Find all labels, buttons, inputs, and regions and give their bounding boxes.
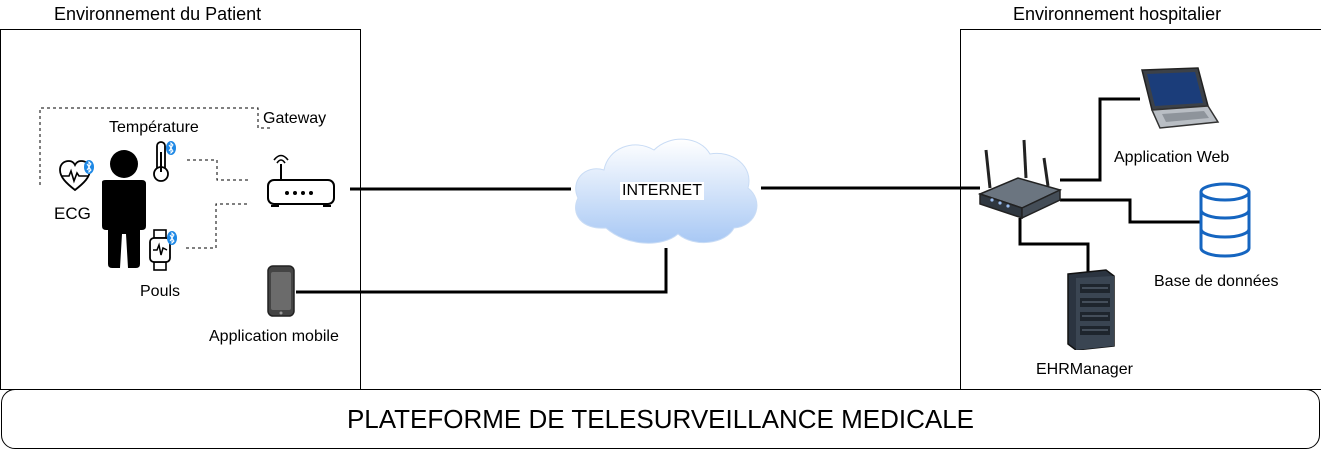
ehr-manager-label: EHRManager xyxy=(1036,361,1133,378)
platform-title: PLATEFORME DE TELESURVEILLANCE MEDICALE xyxy=(346,403,975,434)
mobile-phone-icon xyxy=(267,265,295,317)
patient-environment-box xyxy=(0,29,361,390)
smartwatch-pulse-icon xyxy=(149,229,177,271)
temperature-label: Température xyxy=(109,119,199,136)
platform-banner: PLATEFORME DE TELESURVEILLANCE MEDICALE xyxy=(1,389,1320,449)
mobile-app-label: Application mobile xyxy=(209,328,339,345)
temperature-gateway-dashed-link xyxy=(187,159,248,181)
router-database-link xyxy=(1060,198,1200,224)
thermometer-icon xyxy=(153,141,176,182)
gateway-router-icon xyxy=(267,154,335,207)
ecg-label: ECG xyxy=(54,204,91,223)
database-label: Base de données xyxy=(1154,273,1279,290)
ehr-server-icon xyxy=(1067,269,1115,350)
patient-person-icon xyxy=(102,150,146,268)
mobile-internet-link xyxy=(296,248,668,294)
hospital-router-icon xyxy=(978,139,1062,220)
router-webapp-link xyxy=(1060,97,1140,182)
laptop-icon xyxy=(1141,67,1220,129)
pulse-label: Pouls xyxy=(140,283,181,300)
ecg-gateway-dashed-link xyxy=(39,107,273,185)
internet-label: INTERNET xyxy=(620,182,704,200)
hospital-environment-title: Environnement hospitalier xyxy=(1013,4,1222,24)
gateway-label: Gateway xyxy=(263,110,327,127)
database-icon xyxy=(1199,182,1251,258)
patient-environment-title: Environnement du Patient xyxy=(54,4,262,24)
router-server-link xyxy=(1018,218,1090,272)
web-app-label: Application Web xyxy=(1114,149,1230,166)
ecg-heart-icon xyxy=(59,160,94,192)
pulse-gateway-dashed-link xyxy=(186,203,248,249)
